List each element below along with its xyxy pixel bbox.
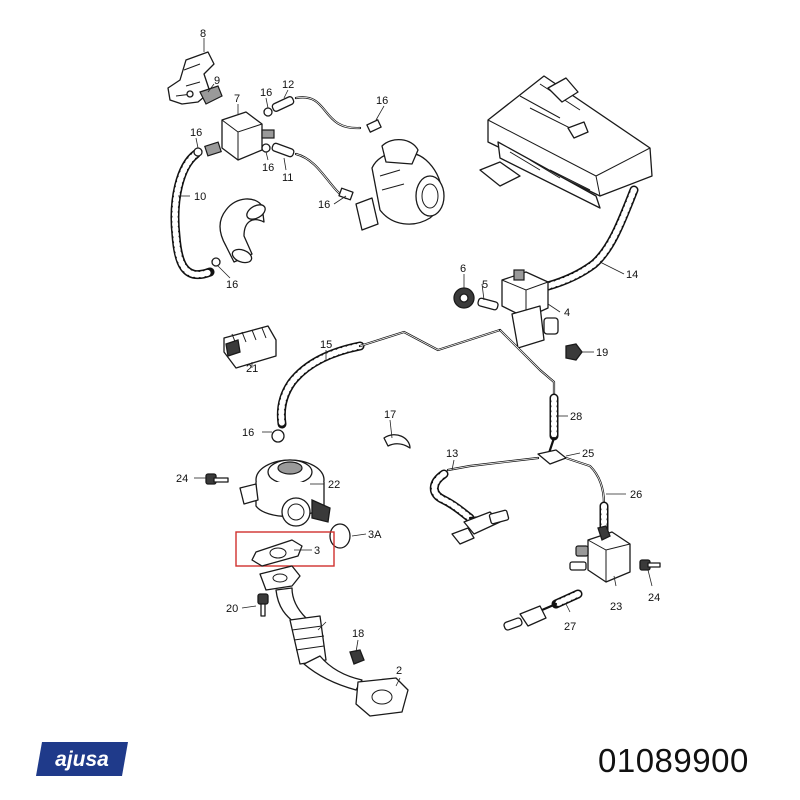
turbo-pump-assembly [355,139,445,231]
hose-part-28 [498,328,559,458]
callout-17: 17 [384,409,396,421]
clamp-fittings-group [193,107,382,267]
callout-10: 10 [194,191,206,203]
connector-part-21 [223,325,277,369]
callout-labels: 8 9 7 16 12 16 16 16 11 10 16 16 6 5 4 1… [176,28,660,677]
egr-pipe-part-1 [259,565,363,691]
callout-3A: 3A [368,529,382,541]
callout-7: 7 [234,93,240,105]
callout-22: 22 [328,479,340,491]
gasket-ring-part-3a [329,523,351,549]
callout-12: 12 [282,79,294,91]
pressure-valve-part-23 [569,525,631,583]
ajusa-logo: ajusa [36,742,128,776]
bolt-part-24-left [205,473,229,485]
callout-25: 25 [582,448,594,460]
hose-part-10 [170,149,215,279]
pipe-part-12 [271,96,295,112]
nut-part-18 [349,649,365,665]
highlight-box-part-3 [235,531,335,567]
hose-part-13 [429,456,540,523]
callout-16: 16 [190,127,202,139]
callout-6: 6 [460,263,466,275]
part-number: 01089900 [598,742,749,779]
callout-18: 18 [352,628,364,640]
callout-13: 13 [446,448,458,460]
solenoid-valve-part-4 [501,269,559,349]
bolt-part-20 [257,593,269,617]
bolt-part-19 [565,343,583,361]
logo-badge-shape [36,742,128,776]
leader-lines [178,38,653,687]
hose-part-15 [276,328,502,429]
clamp-part-17 [383,434,411,449]
callout-9: 9 [214,75,220,87]
callout-24: 24 [648,592,660,604]
hose-part-27 [540,589,583,612]
callout-23: 23 [610,601,622,613]
callout-16: 16 [226,279,238,291]
callout-26: 26 [630,489,642,501]
air-filter-housing [479,75,653,209]
callout-19: 19 [596,347,608,359]
callout-15: 15 [320,339,332,351]
callout-16: 16 [376,95,388,107]
gasket-part-3 [251,539,303,567]
callout-16: 16 [260,87,272,99]
callout-24: 24 [176,473,188,485]
egr-valve-part-22 [239,429,331,527]
callout-5: 5 [482,279,488,291]
hose-part-26 [564,456,609,535]
callout-11: 11 [282,172,293,184]
gasket-part-2 [355,677,409,717]
callout-8: 8 [200,28,206,40]
logo-text: ajusa [55,748,109,771]
clip-part-9 [199,85,223,105]
callout-3: 3 [314,545,320,557]
callout-16: 16 [262,162,274,174]
check-valve [503,605,547,631]
pipe-part-11 [271,142,295,158]
callout-20: 20 [226,603,238,615]
callout-14: 14 [626,269,638,281]
bolt-part-24-right [639,559,661,571]
vacuum-valve-part-7 [204,111,275,161]
callout-28: 28 [570,411,582,423]
callout-27: 27 [564,621,576,633]
callout-4: 4 [564,307,570,319]
gear-part-6 [453,287,475,309]
callout-21: 21 [246,363,258,375]
callout-16: 16 [318,199,330,211]
elbow-hose [219,198,266,264]
actuator-connector [451,509,510,545]
callout-16: 16 [242,427,254,439]
callout-2: 2 [396,665,402,677]
tee-connector-part-25 [537,449,567,465]
hose-part-14 [543,185,639,291]
vacuum-line-upper [294,96,362,200]
nozzle-part-5 [477,297,499,311]
